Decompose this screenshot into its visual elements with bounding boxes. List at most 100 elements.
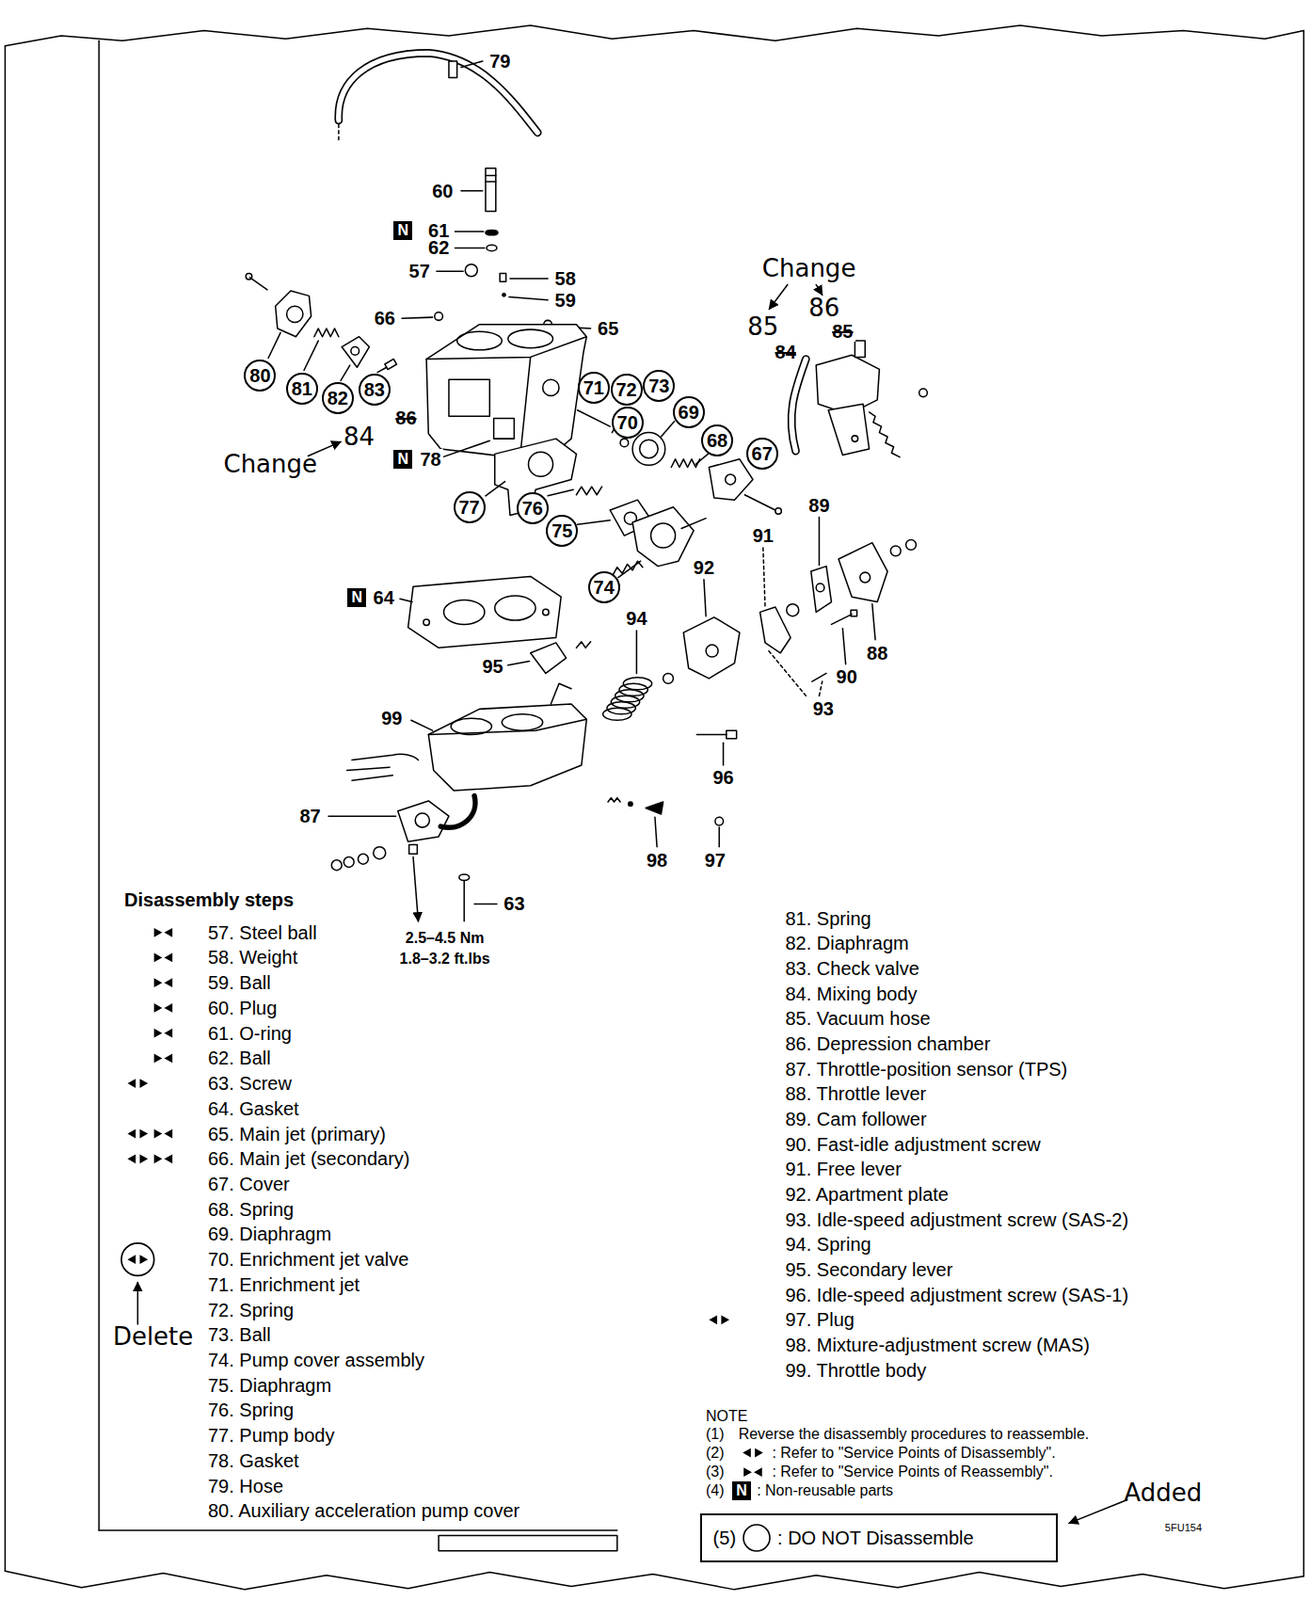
non-reusable-mark: N [393,221,413,240]
note-text: : Refer to "Service Points of Reassembly… [769,1463,1055,1481]
node-text: 77 [459,496,480,518]
parts-list-item: 78. Gasket [206,1450,302,1471]
callout-number: 62 [426,237,451,258]
callout-circle: 76 [516,492,549,525]
parts-list-item: 73. Ball [206,1324,273,1345]
service-point-symbol [127,1078,149,1088]
callout-circle: 71 [577,371,610,404]
service-point-symbol [154,953,174,963]
node-text: 68 [706,430,728,451]
callout-circle: 80 [243,359,276,392]
struck-callout: 84 [773,341,799,363]
service-point-symbol [154,1129,174,1139]
parts-list-item: 85. Vacuum hose [783,1007,933,1029]
parts-list-item: 72. Spring [206,1299,296,1321]
callout-number: 57 [407,260,432,282]
node-text: N [735,1482,748,1500]
parts-list-item: 57. Steel ball [206,922,320,943]
callout-circle: 70 [611,406,644,439]
handwritten-note: 85 [745,313,781,341]
parts-list-item: 70. Enrichment jet valve [206,1248,411,1270]
callout-number: 97 [702,849,728,871]
service-point-symbol [743,1467,763,1477]
callout-circle: 73 [642,369,675,402]
note-text: (3) [703,1463,727,1481]
service-point-symbol [127,1129,149,1139]
parts-list-item: 62. Ball [206,1047,273,1069]
callout-number: 95 [479,655,505,677]
torque-spec: 1.8–3.2 ft.lbs [398,950,493,968]
non-reusable-mark: N [732,1481,751,1501]
note-text: (1) [703,1425,727,1443]
callout-number: 93 [811,698,836,719]
node-text: 73 [648,375,670,397]
handwritten-note: Added [1121,1479,1204,1507]
callout-number: 99 [379,707,404,729]
parts-list-item: 59. Ball [206,972,273,993]
service-point-symbol [154,977,174,988]
parts-list-item: 67. Cover [206,1173,292,1195]
node-text: 71 [583,377,605,399]
service-point-symbol [742,1448,764,1458]
node-text: 75 [551,520,573,542]
callout-number: 96 [710,766,735,788]
parts-list-item: 76. Spring [206,1399,296,1421]
callout-circle: 69 [672,396,705,429]
service-point-symbol [708,1314,730,1325]
node-text: 81 [291,378,313,400]
callout-number: 59 [553,289,578,311]
node-text: 76 [522,497,544,519]
parts-list-item: 84. Mixing body [783,983,920,1005]
parts-list-item: 71. Enrichment jet [206,1274,362,1295]
parts-list-item: 82. Diaphragm [783,932,911,954]
struck-callout: 85 [830,320,855,342]
note-box: (5): DO NOT Disassemble [700,1513,1058,1563]
parts-list-item: 94. Spring [783,1233,874,1255]
node-text: N [397,222,409,240]
parts-list-item: 93. Idle-speed adjustment screw (SAS-2) [783,1209,1132,1231]
note-text: NOTE [703,1407,750,1425]
parts-list-item: 90. Fast-idle adjustment screw [783,1134,1043,1155]
node-text: 70 [617,412,639,433]
parts-list-item: 74. Pump cover assembly [206,1349,427,1371]
callout-circle: 72 [610,373,643,406]
node-text: N [351,589,364,607]
parts-list-item: 98. Mixture-adjustment screw (MAS) [783,1334,1092,1356]
callout-number: 64 [371,587,397,608]
callout-number: 89 [806,495,831,516]
non-reusable-mark: N [347,588,367,608]
circle-symbol [741,1522,772,1553]
callout-number: 63 [501,893,527,914]
service-point-symbol [154,1054,174,1064]
node-text: N [397,450,409,468]
callout-circle: 68 [701,424,734,457]
callout-number: 78 [417,448,443,470]
parts-list-item: 83. Check valve [783,958,922,979]
parts-list-item: 96. Idle-speed adjustment screw (SAS-1) [783,1284,1132,1306]
callout-number: 65 [595,318,621,339]
node-text: 82 [327,387,349,409]
handwritten-note: Change [760,255,859,283]
parts-list-item: 58. Weight [206,946,300,968]
parts-list-item: 81. Spring [783,908,874,929]
parts-list-item: 87. Throttle-position sensor (TPS) [783,1058,1071,1080]
torque-spec: 2.5–4.5 Nm [403,929,487,947]
parts-list-item: 64. Gasket [206,1098,302,1119]
note-text: : Non-reusable parts [754,1482,895,1500]
parts-list-item: 65. Main jet (primary) [206,1123,388,1145]
parts-list-item: 69. Diaphragm [206,1223,334,1245]
handwritten-note: Change [221,450,320,479]
parts-list-item: 61. O-ring [206,1022,294,1044]
parts-list-item: 97. Plug [783,1309,857,1330]
parts-list-item: 89. Cam follower [783,1108,929,1130]
handwritten-note: 86 [806,294,842,322]
parts-list-item: 80. Auxiliary acceleration pump cover [206,1500,522,1521]
callout-number: 98 [644,849,670,871]
callout-number: 87 [297,805,322,827]
node-text: 69 [678,401,700,423]
parts-list-item: 68. Spring [206,1198,296,1220]
parts-list-item: 60. Plug [206,997,279,1019]
node-text: : DO NOT Disassemble [777,1527,975,1549]
